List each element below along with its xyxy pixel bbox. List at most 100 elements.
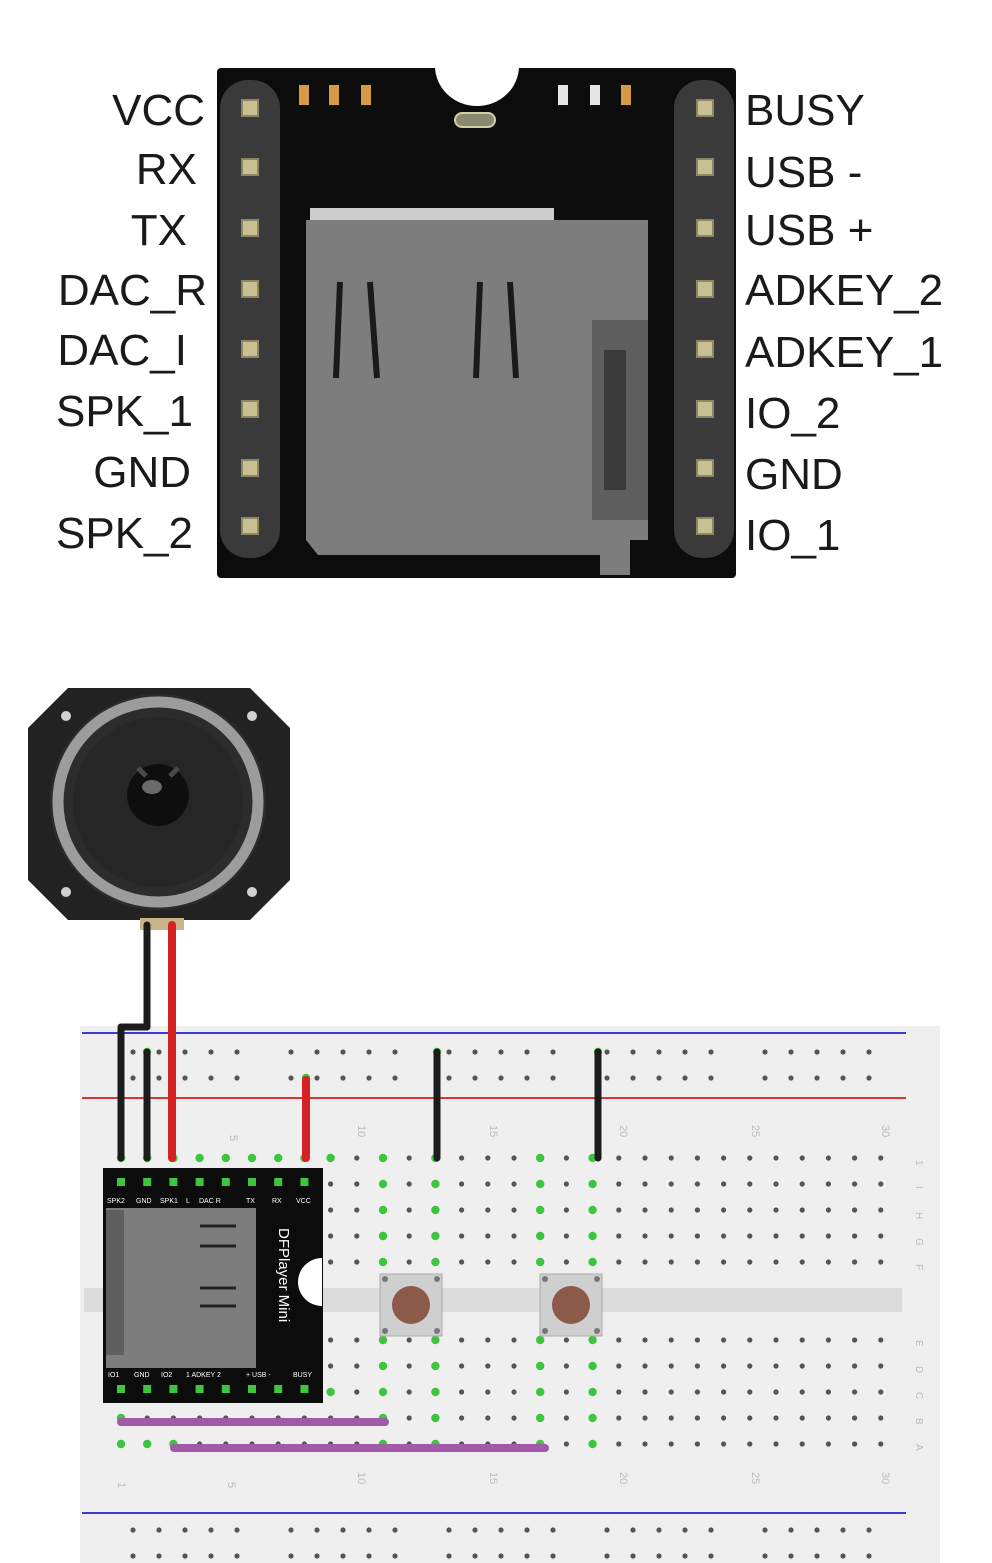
mini-pin <box>195 1385 204 1393</box>
smd-part <box>329 85 339 105</box>
breadboard-hole <box>852 1207 858 1213</box>
breadboard-hole <box>721 1207 727 1213</box>
breadboard-hole <box>852 1181 858 1187</box>
breadboard-hole <box>878 1233 884 1239</box>
breadboard-hole <box>354 1259 360 1265</box>
breadboard-hole <box>524 1049 530 1055</box>
board-notch <box>435 66 519 106</box>
breadboard-hole <box>616 1233 622 1239</box>
connected-hole <box>536 1335 545 1345</box>
breadboard-hole <box>616 1389 622 1395</box>
breadboard-hole <box>694 1259 701 1265</box>
breadboard-hole <box>459 1337 465 1343</box>
breadboard-hole <box>825 1181 832 1187</box>
breadboard-hole <box>747 1389 753 1395</box>
breadboard-hole <box>604 1049 610 1055</box>
breadboard-hole <box>156 1049 162 1055</box>
breadboard-hole <box>814 1553 820 1559</box>
breadboard-hole <box>340 1075 346 1081</box>
breadboard-hole <box>799 1233 805 1239</box>
breadboard-hole <box>182 1527 188 1533</box>
breadboard-hole <box>747 1207 753 1213</box>
col-number: 10 <box>355 1472 367 1484</box>
connected-hole <box>588 1179 597 1189</box>
breadboard-hole <box>656 1075 662 1081</box>
breadboard-hole <box>472 1527 478 1533</box>
left-pin-label-rx: RX <box>136 145 197 194</box>
breadboard-hole <box>130 1049 136 1055</box>
breadboard-hole <box>642 1389 648 1395</box>
breadboard-hole <box>866 1075 872 1081</box>
breadboard-hole <box>563 1181 570 1187</box>
breadboard-hole <box>825 1259 832 1265</box>
breadboard-hole <box>563 1415 570 1421</box>
mini-pin-label: GND <box>136 1198 152 1205</box>
breadboard-hole <box>656 1049 662 1055</box>
breadboard-hole <box>208 1075 214 1081</box>
breadboard-hole <box>406 1389 412 1395</box>
breadboard-hole <box>406 1233 412 1239</box>
breadboard-hole <box>773 1207 779 1213</box>
breadboard-hole <box>852 1155 858 1161</box>
breadboard-hole <box>485 1155 491 1161</box>
breadboard-hole <box>788 1553 794 1559</box>
right-pin-label-usb-plus: USB + <box>745 206 873 255</box>
breadboard-hole <box>288 1075 294 1081</box>
breadboard-hole <box>472 1075 478 1081</box>
row-letters: 1 I H G F E D C B A <box>913 1160 924 1451</box>
breadboard-hole <box>156 1075 162 1081</box>
breadboard-hole <box>708 1553 714 1559</box>
breadboard-hole <box>616 1415 622 1421</box>
right-pin-label-io-1: IO_1 <box>745 511 840 560</box>
breadboard-hole <box>208 1049 214 1055</box>
breadboard-hole <box>721 1441 727 1447</box>
breadboard-hole <box>314 1527 320 1533</box>
breadboard-hole <box>130 1553 136 1559</box>
left-pin-squares <box>241 99 259 535</box>
mini-pin <box>300 1178 309 1186</box>
breadboard-hole <box>852 1363 858 1369</box>
row-letter: 1 <box>913 1160 924 1166</box>
mini-pin <box>195 1178 204 1186</box>
mini-pin <box>274 1178 283 1186</box>
header-pin <box>696 517 714 535</box>
breadboard-hole <box>130 1075 136 1081</box>
connected-hole <box>378 1231 388 1241</box>
breadboard-hole <box>840 1527 846 1533</box>
breadboard-hole <box>616 1259 622 1265</box>
connected-hole <box>431 1231 440 1241</box>
breadboard-hole <box>878 1441 884 1447</box>
connected-hole <box>431 1387 440 1397</box>
breadboard-hole <box>511 1363 517 1369</box>
breadboard-hole <box>668 1233 674 1239</box>
breadboard-hole <box>314 1553 320 1559</box>
breadboard-hole <box>550 1527 556 1533</box>
breadboard-hole <box>446 1049 452 1055</box>
connected-hole <box>536 1205 545 1215</box>
breadboard-hole <box>392 1075 398 1081</box>
breadboard-hole <box>288 1527 294 1533</box>
breadboard-hole <box>156 1527 162 1533</box>
breadboard-hole <box>354 1155 360 1161</box>
mini-pin-label: TX <box>246 1198 255 1205</box>
breadboard-hole <box>668 1181 674 1187</box>
breadboard-hole <box>234 1553 240 1559</box>
breadboard-hole <box>799 1441 805 1447</box>
connected-hole <box>536 1387 545 1397</box>
breadboard-hole <box>328 1363 334 1369</box>
mini-pin-label: DAC R <box>199 1198 221 1205</box>
breadboard-hole <box>721 1155 727 1161</box>
breadboard-hole <box>825 1363 832 1369</box>
breadboard-hole <box>524 1075 530 1081</box>
breadboard-hole <box>354 1233 360 1239</box>
breadboard-hole <box>498 1049 504 1055</box>
header-pin <box>241 158 259 176</box>
breadboard-hole <box>762 1049 768 1055</box>
breadboard-hole <box>721 1363 727 1369</box>
breadboard-hole <box>866 1049 872 1055</box>
breadboard-hole <box>354 1389 360 1395</box>
breadboard-hole <box>550 1075 556 1081</box>
breadboard-hole <box>799 1337 805 1343</box>
row-letter: H <box>913 1212 924 1219</box>
header-pin <box>696 459 714 477</box>
